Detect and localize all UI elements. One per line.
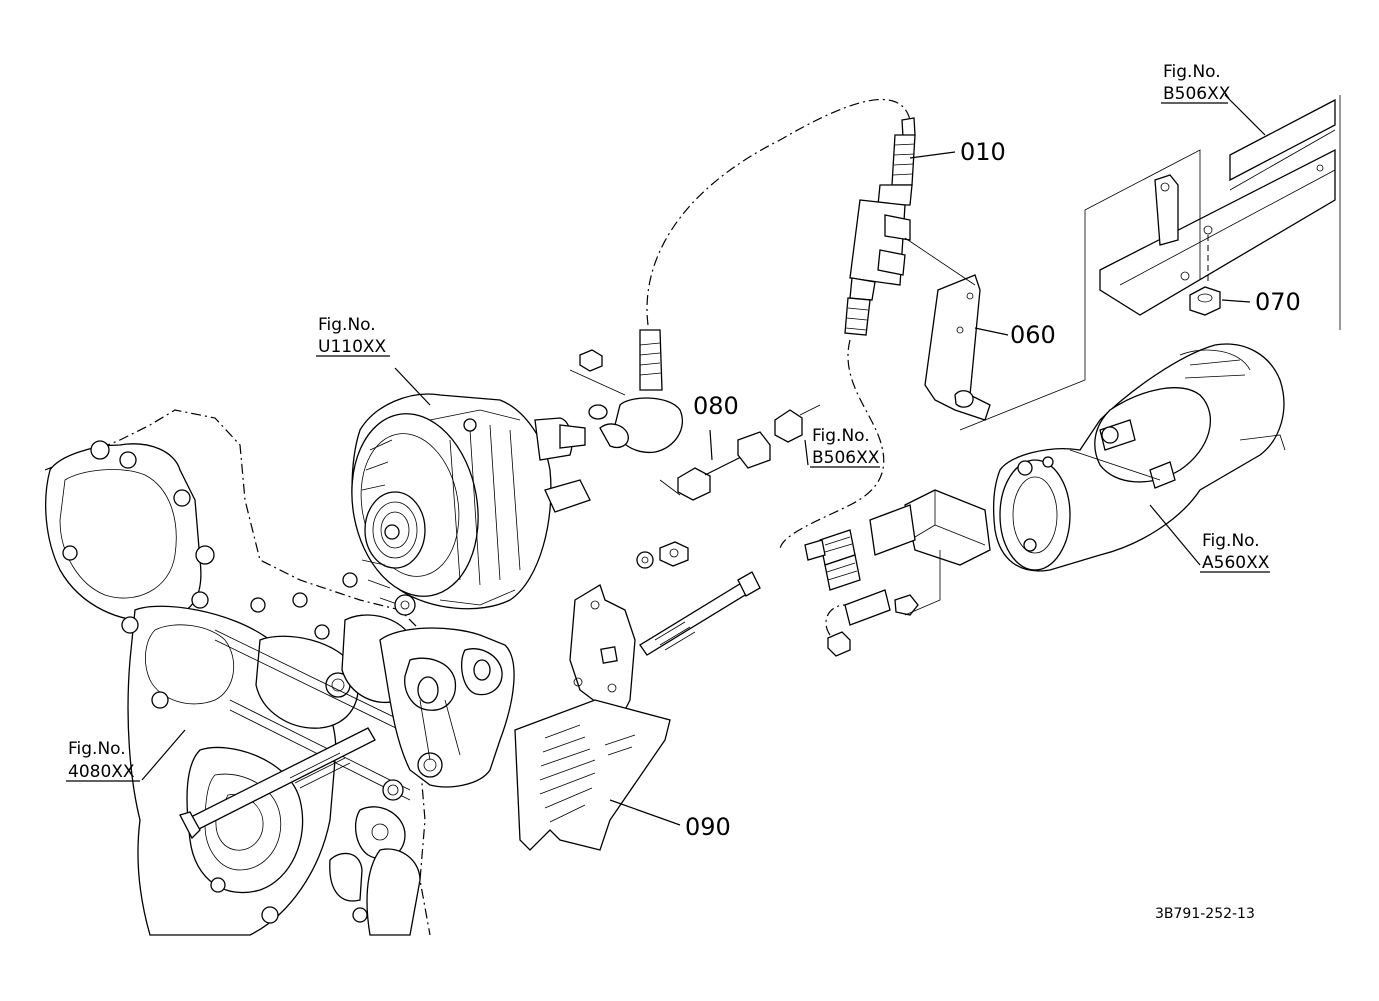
frame-member	[959, 95, 1341, 431]
fig-ref-code: B506XX	[812, 448, 880, 468]
fig-ref-a560: Fig.No. A560XX	[1200, 531, 1270, 573]
callout-060: 060	[1010, 321, 1056, 349]
alternator-bracket	[379, 627, 515, 788]
fig-ref-prefix: Fig.No.	[1202, 531, 1260, 551]
fig-ref-u110: Fig.No. U110XX	[316, 315, 390, 357]
leader-lines	[141, 94, 1266, 826]
cable-terminal	[569, 329, 821, 501]
fig-ref-code: A560XX	[1202, 553, 1270, 573]
callout-090: 090	[685, 813, 731, 841]
fig-ref-code: U110XX	[318, 337, 387, 357]
heat-shield	[514, 584, 671, 851]
alternator	[351, 393, 591, 616]
callout-010: 010	[960, 138, 1006, 166]
battery-cable	[646, 98, 916, 551]
fig-ref-prefix: Fig.No.	[68, 739, 126, 759]
fig-ref-code: B506XX	[1163, 84, 1231, 104]
cable-bracket	[904, 237, 991, 421]
callout-080: 080	[693, 392, 739, 420]
fig-ref-prefix: Fig.No.	[1163, 62, 1221, 82]
fig-ref-prefix: Fig.No.	[318, 315, 376, 335]
starter-motor	[993, 343, 1286, 572]
long-bolt	[179, 727, 376, 840]
drawing-code: 3B791-252-13	[1155, 906, 1255, 922]
callout-070: 070	[1255, 288, 1301, 316]
fig-ref-b506-mid: Fig.No. B506XX	[810, 426, 880, 468]
fig-ref-code: 4080XX	[68, 762, 135, 782]
terminal-cover	[804, 489, 991, 657]
fig-ref-4080: Fig.No. 4080XX	[66, 739, 140, 782]
alternator-fixing-bolt	[636, 541, 761, 656]
fig-ref-prefix: Fig.No.	[812, 426, 870, 446]
fig-ref-b506-top: Fig.No. B506XX	[1161, 62, 1231, 104]
